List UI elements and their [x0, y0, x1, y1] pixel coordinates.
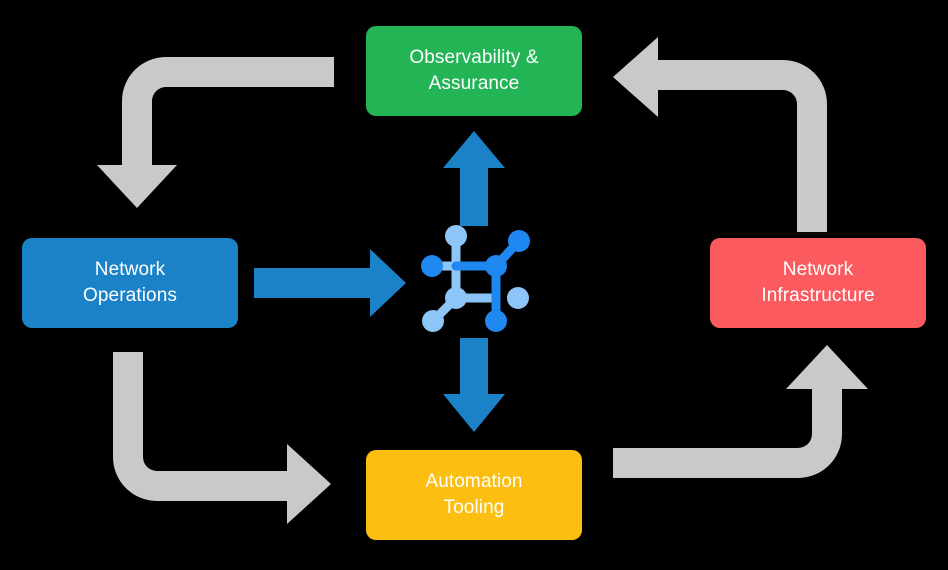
arrow-automation-to-infrastructure: [613, 345, 868, 478]
arrow-observability-to-operations: [97, 57, 334, 208]
network-icon-dark-nodes: [421, 230, 530, 332]
node-label-observability: Observability & Assurance: [409, 47, 539, 94]
network-graph-icon: [421, 225, 530, 332]
network-icon-light-links: [427, 233, 501, 325]
arrow-operations-to-center: [254, 249, 406, 317]
node-label-automation-tooling: Automation Tooling: [425, 471, 523, 518]
node-box-automation-tooling[interactable]: Automation Tooling: [366, 450, 582, 540]
node-box-network-operations[interactable]: Network Operations: [22, 238, 238, 328]
node-box-observability[interactable]: Observability & Assurance: [366, 26, 582, 116]
arrow-infrastructure-to-observability: [613, 37, 827, 232]
network-icon-dark-links: [451, 237, 523, 325]
node-box-network-infrastructure[interactable]: Network Infrastructure: [710, 238, 926, 328]
arrow-center-to-observability: [443, 131, 505, 226]
node-label-network-operations: Network Operations: [83, 259, 177, 306]
arrow-center-to-automation: [443, 338, 505, 432]
network-icon-light-nodes: [422, 225, 529, 332]
arrow-operations-to-automation: [113, 352, 331, 524]
node-label-network-infrastructure: Network Infrastructure: [761, 259, 875, 306]
